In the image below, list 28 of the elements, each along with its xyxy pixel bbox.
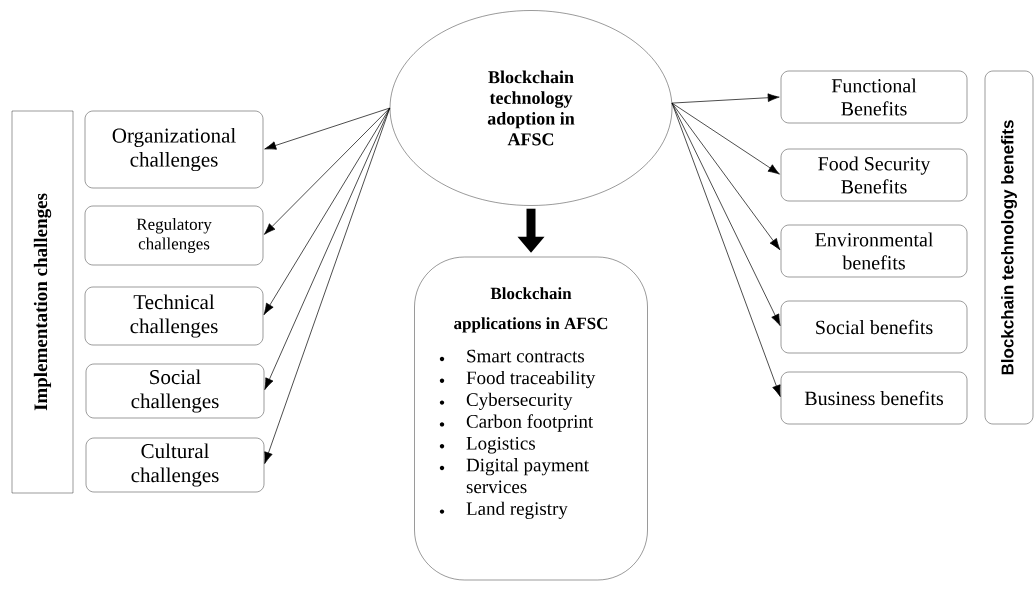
list-item: Logistics: [466, 436, 535, 454]
arrow: [263, 107, 391, 235]
category-band: Blockchain technology benefits: [984, 70, 1034, 425]
list-item: Food traceability: [466, 370, 596, 389]
category-band: Implementation challenges: [11, 110, 74, 494]
arrow: [264, 107, 391, 464]
arrow: [264, 107, 391, 390]
challenge-box: Regulatory challenges: [84, 205, 264, 266]
list-item: Smart contracts: [467, 349, 585, 363]
list-item: Digital payment services: [466, 458, 589, 494]
arrow: [671, 102, 781, 251]
list-heading: Blockchain applications in AFSC: [454, 287, 608, 333]
benefit-box: Business benefits: [780, 371, 968, 425]
list-item: Carbon footprint: [466, 414, 594, 432]
benefit-box: Social benefits: [780, 300, 968, 354]
arrow: [671, 102, 780, 175]
challenge-box: Technical challenges: [84, 286, 264, 346]
benefit-box: Functional Benefits: [780, 70, 968, 124]
challenge-box: Cultural challenges: [85, 437, 265, 493]
challenge-box: Organizational challenges: [84, 110, 264, 189]
arrow: [264, 107, 391, 150]
arrow: [671, 102, 781, 397]
list-item: Land registry: [466, 501, 568, 519]
list-item: Cybersecurity: [466, 392, 573, 410]
benefit-box: Environmental benefits: [780, 224, 968, 278]
arrow: [671, 93, 780, 104]
challenge-box: Social challenges: [85, 363, 265, 419]
benefit-box: Food Security Benefits: [780, 148, 968, 202]
